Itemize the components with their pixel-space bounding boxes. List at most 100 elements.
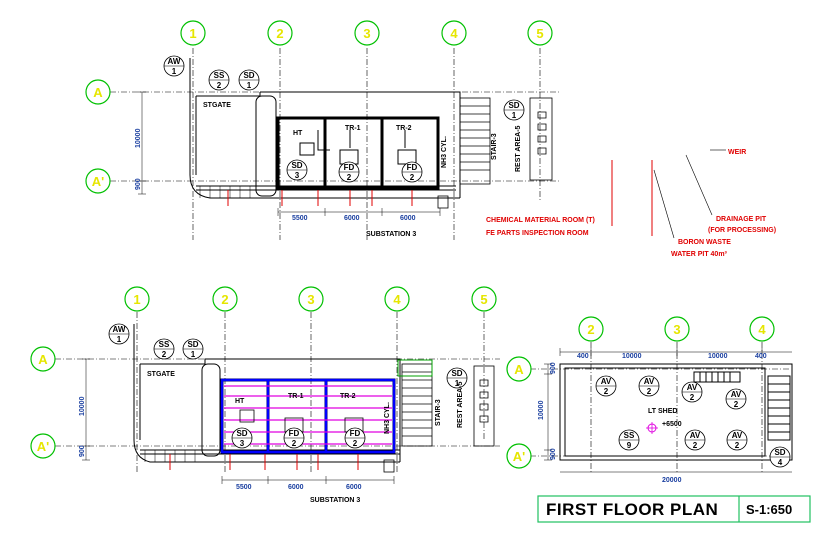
dim-ff-l3: 900 bbox=[550, 448, 557, 460]
svg-text:5: 5 bbox=[536, 26, 543, 41]
dim-top-v1: 10000 bbox=[135, 128, 142, 148]
svg-text:AV: AV bbox=[644, 377, 655, 386]
svg-text:AV: AV bbox=[732, 431, 743, 440]
svg-text:AV: AV bbox=[687, 383, 698, 392]
scale-text: S-1:650 bbox=[746, 502, 792, 517]
symbol-sd-1: SD1 bbox=[238, 69, 260, 91]
bottom-plan: 1 2 3 4 5 A A' bbox=[30, 286, 500, 504]
svg-text:2: 2 bbox=[604, 387, 609, 396]
dim-ff-t1: 400 bbox=[577, 353, 589, 360]
svg-text:A: A bbox=[38, 352, 48, 367]
svg-text:1: 1 bbox=[455, 379, 460, 388]
b-label-rest: REST AREA-5 bbox=[457, 381, 464, 428]
grid-bubble-fA-prime: A' bbox=[506, 443, 532, 469]
note-boron-water-pit: WATER PIT 40m³ bbox=[671, 251, 728, 258]
svg-text:A: A bbox=[514, 362, 524, 377]
symbol-b-aw-1: AW1 bbox=[108, 323, 130, 345]
svg-text:1: 1 bbox=[189, 26, 196, 41]
top-plan: 1 2 3 4 5 A A' bbox=[85, 20, 776, 258]
level-marker-icon bbox=[646, 422, 658, 434]
symbol-ff-av-2: AV2 bbox=[638, 375, 660, 397]
grid-bubble-f4: 4 bbox=[749, 316, 775, 342]
symbol-ff-av-6: AV2 bbox=[726, 429, 748, 451]
grid-bubble-bA-prime: A' bbox=[30, 433, 56, 459]
b-label-tr1: TR-1 bbox=[288, 393, 304, 400]
grid-bubble-4: 4 bbox=[441, 20, 467, 46]
svg-text:9: 9 bbox=[627, 441, 632, 450]
dim-ff-bottom: 20000 bbox=[662, 477, 682, 484]
dim-top-3: 6000 bbox=[400, 215, 416, 222]
svg-text:SD: SD bbox=[291, 161, 302, 170]
grid-bubble-b3: 3 bbox=[298, 286, 324, 312]
svg-text:AV: AV bbox=[601, 377, 612, 386]
svg-text:FD: FD bbox=[289, 429, 300, 438]
svg-text:2: 2 bbox=[690, 393, 695, 402]
symbol-fd-2a: FD2 bbox=[338, 161, 360, 183]
svg-text:4: 4 bbox=[393, 292, 401, 307]
svg-text:2: 2 bbox=[217, 81, 222, 90]
svg-text:SS: SS bbox=[214, 71, 225, 80]
svg-text:4: 4 bbox=[758, 322, 766, 337]
svg-text:A': A' bbox=[513, 449, 525, 464]
symbol-b-fd-2b: FD2 bbox=[344, 427, 366, 449]
first-floor-plan: 2 3 4 A A' 400 10000 10000 400 900 10000… bbox=[506, 316, 793, 484]
svg-text:2: 2 bbox=[587, 322, 594, 337]
svg-text:A': A' bbox=[37, 439, 49, 454]
grid-bubble-3: 3 bbox=[354, 20, 380, 46]
svg-text:2: 2 bbox=[221, 292, 228, 307]
dim-ff-t3: 10000 bbox=[708, 353, 728, 360]
svg-text:2: 2 bbox=[276, 26, 283, 41]
note-chemical-room: CHEMICAL MATERIAL ROOM (T) bbox=[486, 217, 595, 224]
b-label-ht: HT bbox=[235, 398, 245, 405]
grid-bubble-f3: 3 bbox=[664, 316, 690, 342]
symbol-b-fd-2a: FD2 bbox=[283, 427, 305, 449]
title-block: FIRST FLOOR PLAN S-1:650 bbox=[537, 495, 811, 523]
dim-ff-l2: 10000 bbox=[538, 400, 545, 420]
label-nh3: NH3 CYL. bbox=[441, 136, 448, 168]
grid-bubble-b4: 4 bbox=[384, 286, 410, 312]
note-drainage-pit: DRAINAGE PIT bbox=[716, 216, 767, 223]
dim-top-v2: 900 bbox=[135, 178, 142, 190]
title-text: FIRST FLOOR PLAN bbox=[546, 500, 718, 519]
grid-bubble-b5: 5 bbox=[471, 286, 497, 312]
svg-text:SS: SS bbox=[624, 431, 635, 440]
svg-text:SD: SD bbox=[243, 71, 254, 80]
grid-bubble-2: 2 bbox=[267, 20, 293, 46]
symbol-b-sd-3: SD3 bbox=[231, 427, 253, 449]
svg-text:4: 4 bbox=[450, 26, 458, 41]
note-weir: WEIR bbox=[728, 149, 746, 156]
svg-text:1: 1 bbox=[247, 81, 252, 90]
svg-text:3: 3 bbox=[295, 171, 300, 180]
symbol-b-ss-2: SS2 bbox=[153, 338, 175, 360]
svg-text:3: 3 bbox=[673, 322, 680, 337]
svg-text:FD: FD bbox=[344, 163, 355, 172]
svg-text:1: 1 bbox=[512, 111, 517, 120]
svg-text:2: 2 bbox=[410, 173, 415, 182]
svg-text:1: 1 bbox=[133, 292, 140, 307]
svg-text:SD: SD bbox=[451, 369, 462, 378]
svg-text:A': A' bbox=[92, 174, 104, 189]
dim-bot-v1: 10000 bbox=[79, 396, 86, 416]
svg-text:2: 2 bbox=[292, 439, 297, 448]
svg-text:SD: SD bbox=[774, 448, 785, 457]
symbol-ff-av-4: AV2 bbox=[725, 388, 747, 410]
svg-text:3: 3 bbox=[240, 439, 245, 448]
svg-text:5: 5 bbox=[480, 292, 487, 307]
svg-text:2: 2 bbox=[647, 387, 652, 396]
symbol-ss-2: SS2 bbox=[208, 69, 230, 91]
dim-bot-3: 6000 bbox=[346, 484, 362, 491]
svg-text:2: 2 bbox=[353, 439, 358, 448]
grid-bubble-b1: 1 bbox=[124, 286, 150, 312]
dim-bot-v2: 900 bbox=[79, 445, 86, 457]
dim-bot-1: 5500 bbox=[236, 484, 252, 491]
symbol-ff-av-3: AV2 bbox=[681, 381, 703, 403]
symbol-ff-av-1: AV2 bbox=[595, 375, 617, 397]
label-gate: STGATE bbox=[203, 102, 231, 109]
dim-top-2: 6000 bbox=[344, 215, 360, 222]
svg-text:3: 3 bbox=[307, 292, 314, 307]
note-fe-parts: FE PARTS INSPECTION ROOM bbox=[486, 230, 589, 237]
b-label-tr2: TR-2 bbox=[340, 393, 356, 400]
note-drainage-processing: (FOR PROCESSING) bbox=[708, 227, 776, 234]
svg-text:1: 1 bbox=[172, 67, 177, 76]
